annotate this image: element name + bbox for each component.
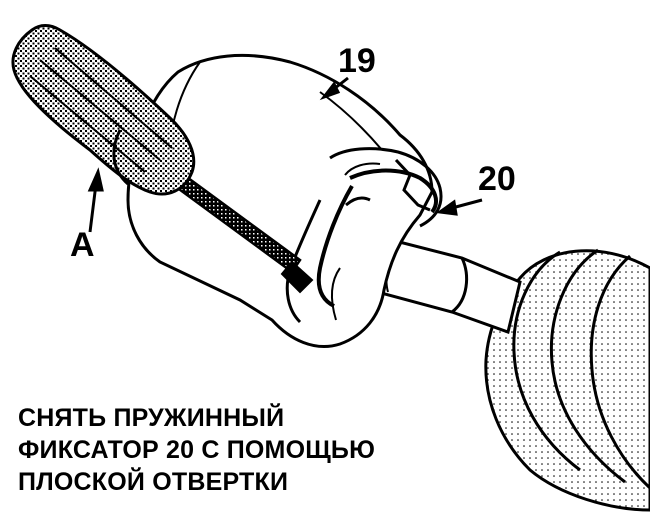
- cv-boot: [484, 248, 650, 512]
- callout-label-a: A: [70, 226, 95, 264]
- callout-leaders: [87, 76, 483, 233]
- joint-housing-19: [126, 53, 443, 348]
- screwdriver-handle-a: [11, 24, 196, 196]
- caption-line: ПЛОСКОЙ ОТВЕРТКИ: [18, 468, 289, 496]
- spring-retainer-20: [316, 158, 438, 308]
- callout-label-20: 20: [478, 160, 516, 198]
- callout-label-19: 19: [338, 42, 376, 80]
- caption-line: СНЯТЬ ПРУЖИННЫЙ: [18, 404, 285, 432]
- instruction-caption: СНЯТЬ ПРУЖИННЫЙ ФИКСАТОР 20 С ПОМОЩЬЮ ПЛ…: [18, 402, 375, 498]
- caption-line: ФИКСАТОР 20 С ПОМОЩЬЮ: [18, 436, 376, 464]
